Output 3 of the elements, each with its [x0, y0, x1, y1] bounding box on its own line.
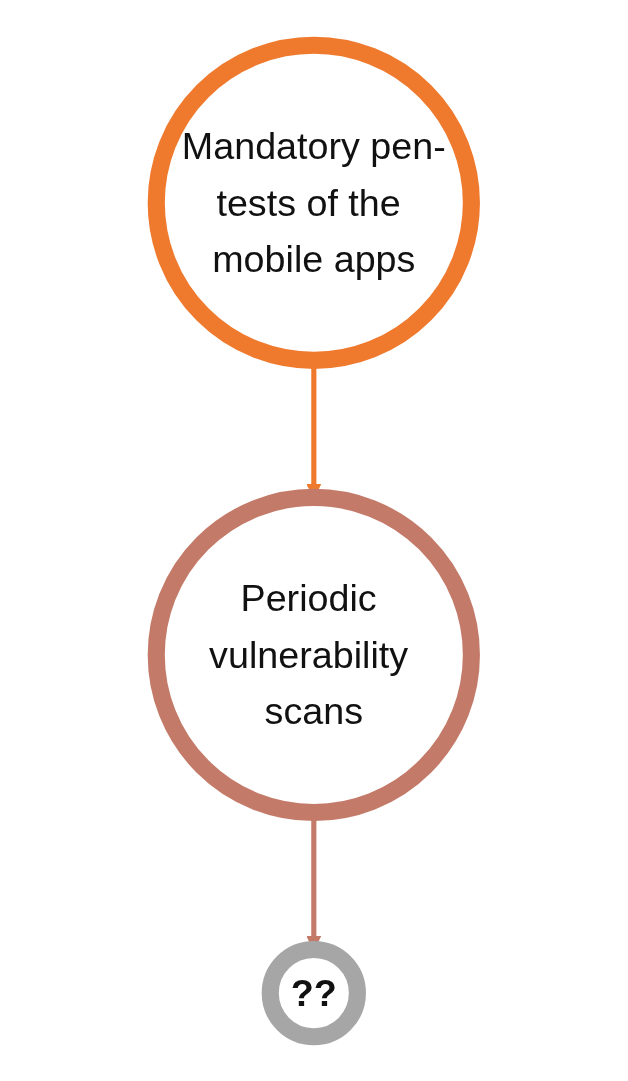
node-circle: Mandatory pen-tests of the mobile apps	[147, 36, 481, 369]
node-circle: ??	[261, 940, 367, 1045]
node-circle: Periodic vulnerability scans	[147, 488, 481, 821]
